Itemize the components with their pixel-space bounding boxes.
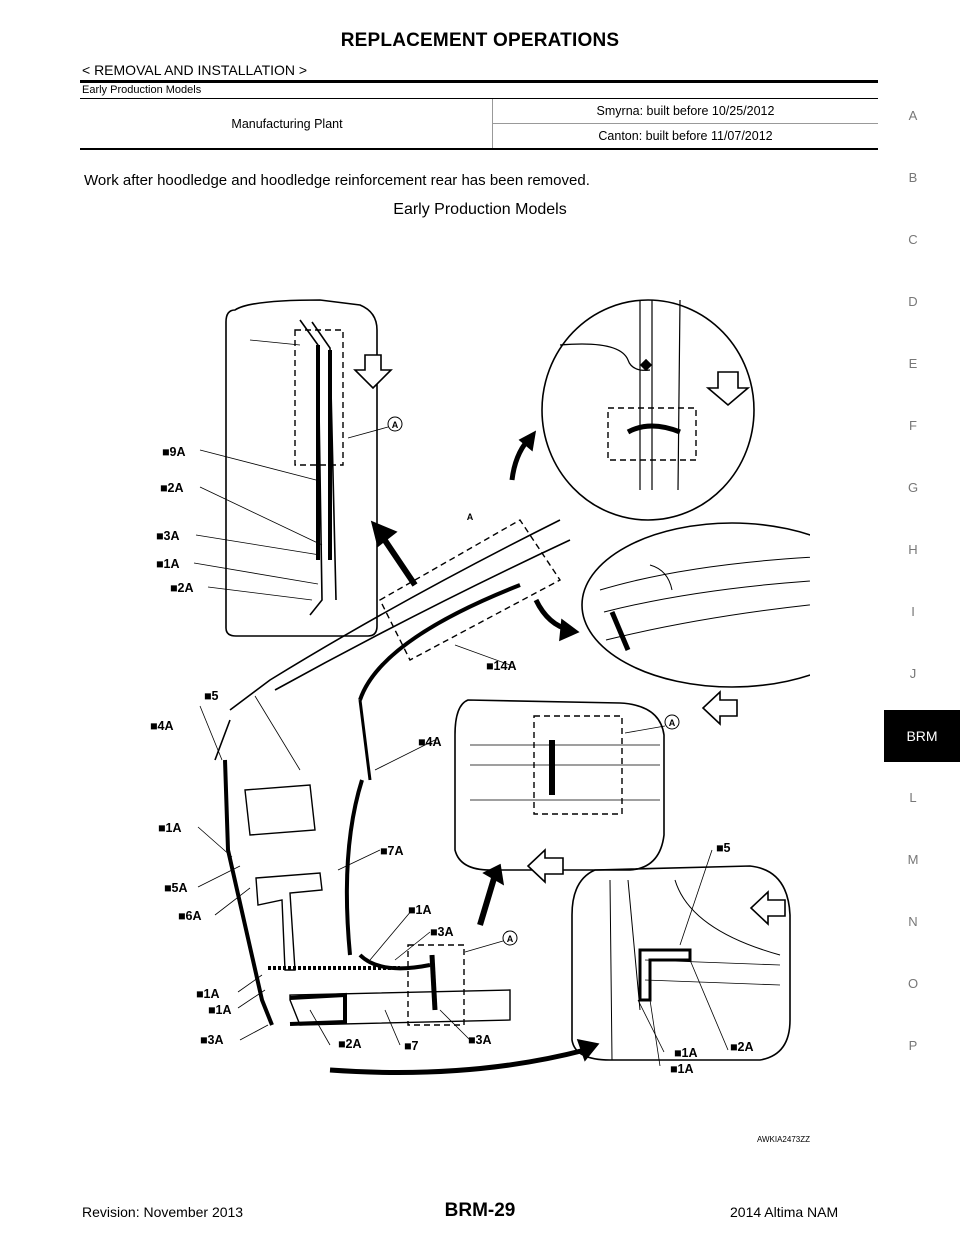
side-index-f[interactable]: F <box>909 418 917 433</box>
plant-table: Manufacturing Plant Smyrna: built before… <box>82 99 878 148</box>
callout-3a: ■3A <box>468 1033 492 1047</box>
side-index-i[interactable]: I <box>911 604 915 619</box>
side-index-a[interactable]: A <box>908 108 918 123</box>
callout-2a: ■2A <box>338 1037 362 1051</box>
footer-revision: Revision: November 2013 <box>82 1204 244 1220</box>
body-panel-illustration: A A A A ■9A ■2A ■3A ■1A ■2A ■14A ■5 ■4A … <box>150 299 810 1076</box>
callout-3a: ■3A <box>200 1033 224 1047</box>
callout-14a: ■14A <box>486 659 516 673</box>
callout-9a: ■9A <box>162 445 186 459</box>
callout-1a: ■1A <box>408 903 432 917</box>
plant-label: Manufacturing Plant <box>231 116 343 131</box>
callout-1a: ■1A <box>156 557 180 571</box>
figure-title: Early Production Models <box>393 201 567 218</box>
callout-4a: ■4A <box>418 735 442 749</box>
callout-2a: ■2A <box>160 481 184 495</box>
side-index-n[interactable]: N <box>908 914 918 929</box>
callout-2a: ■2A <box>170 581 194 595</box>
side-index-l[interactable]: L <box>909 790 917 805</box>
side-index-p[interactable]: P <box>908 1038 918 1053</box>
callout-4a: ■4A <box>150 719 174 733</box>
footer-page-number: BRM-29 <box>444 1200 516 1221</box>
callout-7a: ■7A <box>380 844 404 858</box>
table-bottom-rule <box>80 148 878 150</box>
callout-5: ■5 <box>716 841 731 855</box>
callout-2a: ■2A <box>730 1040 754 1054</box>
callout-5: ■5 <box>204 689 219 703</box>
callout-1a: ■1A <box>670 1062 694 1076</box>
page-title: REPLACEMENT OPERATIONS <box>340 30 620 51</box>
side-index-c[interactable]: C <box>908 232 918 247</box>
section-label: < REMOVAL AND INSTALLATION > <box>82 62 308 78</box>
side-index-e[interactable]: E <box>908 356 918 371</box>
side-index-d[interactable]: D <box>908 294 918 309</box>
side-index-h[interactable]: H <box>908 542 918 557</box>
reference-a-1: A <box>392 420 399 430</box>
footer-model: 2014 Altima NAM <box>730 1204 839 1220</box>
side-index-o[interactable]: O <box>907 976 919 991</box>
reference-a-3: A <box>669 718 676 728</box>
callout-3a: ■3A <box>156 529 180 543</box>
callout-1a: ■1A <box>196 987 220 1001</box>
callout-6a: ■6A <box>178 909 202 923</box>
side-index-m[interactable]: M <box>907 852 919 867</box>
header-rule <box>80 80 878 83</box>
reference-a-4: A <box>507 934 514 944</box>
reference-a-2: A <box>467 512 474 522</box>
plant-row-canton: Canton: built before 11/07/2012 <box>492 123 878 148</box>
callout-3a: ■3A <box>430 925 454 939</box>
side-index-j[interactable]: J <box>909 666 917 681</box>
callout-1a: ■1A <box>158 821 182 835</box>
side-index-b[interactable]: B <box>908 170 918 185</box>
callout-5a: ■5A <box>164 881 188 895</box>
plant-row-smyrna: Smyrna: built before 10/25/2012 <box>492 99 878 124</box>
callout-1a: ■1A <box>674 1046 698 1060</box>
subsection-label: Early Production Models <box>82 84 202 96</box>
side-index-g[interactable]: G <box>907 480 919 495</box>
side-index-brm-tab[interactable]: BRM <box>884 710 960 762</box>
callout-1a: ■1A <box>208 1003 232 1017</box>
callout-7: ■7 <box>404 1039 419 1053</box>
figure-code: AWKIA2473ZZ <box>756 1135 810 1144</box>
instruction-text: Work after hoodledge and hoodledge reinf… <box>84 172 590 189</box>
subsection-rule <box>80 98 878 99</box>
